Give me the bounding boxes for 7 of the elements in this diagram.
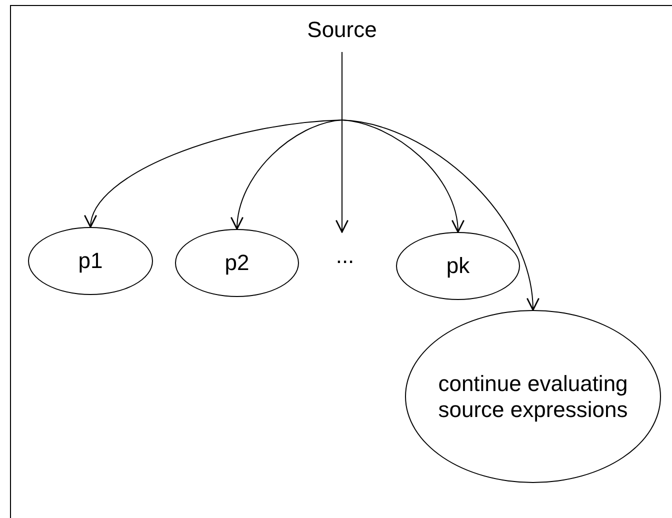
node-label: continue evaluating source expressions (437, 370, 629, 422)
node-label: p2 (224, 250, 250, 276)
arrow (342, 52, 538, 311)
text-label: Source (306, 17, 378, 43)
node-label: p1 (77, 248, 104, 274)
node-label: pk (445, 253, 471, 279)
text-label: ... (334, 243, 356, 269)
